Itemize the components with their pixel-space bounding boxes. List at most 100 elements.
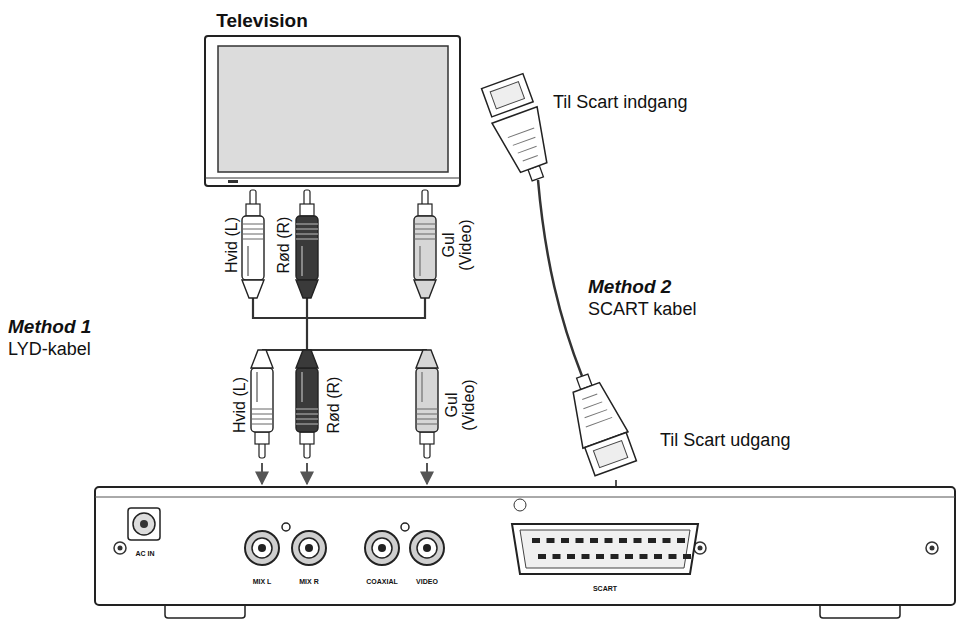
- plug-sleeve: [246, 204, 260, 216]
- scart-pin: [547, 538, 555, 543]
- rca-jack-ring: [252, 538, 272, 558]
- plug-grip: [416, 409, 438, 410]
- plug-grip: [414, 234, 436, 235]
- plug-body: [416, 368, 438, 432]
- scart-ridge: [583, 402, 602, 409]
- scart-ridge: [586, 417, 612, 427]
- plug-grip: [251, 419, 273, 420]
- rca-jack-hole: [378, 544, 386, 552]
- plug-grip: [251, 424, 273, 425]
- receiver-node: AC INMIX LMIX RCOAXIALVIDEOSCART: [95, 487, 955, 605]
- plug-grip: [296, 419, 318, 420]
- wire-color-label: Gul (Video): [441, 216, 475, 274]
- method-cable: SCART kabel: [588, 299, 696, 320]
- plug-grip: [414, 229, 436, 230]
- rca-jack: [365, 531, 399, 565]
- rca-plug: [296, 190, 318, 298]
- scart-pin: [654, 554, 662, 559]
- port-label: COAXIAL: [366, 578, 398, 585]
- rca-plug: [251, 350, 273, 458]
- plug-grip: [251, 409, 273, 410]
- rca-jack: [292, 531, 326, 565]
- plug-taper: [242, 280, 264, 298]
- scart-pin: [677, 538, 685, 543]
- plug-grip: [296, 239, 318, 240]
- plug-taper: [296, 350, 318, 368]
- insert-arrow: [426, 463, 428, 484]
- scart-pin: [625, 554, 633, 559]
- plug-highlight: [301, 246, 303, 276]
- wire-color-label: Rød (R): [276, 205, 293, 285]
- wire-color-label: Hvid (L): [224, 205, 241, 285]
- case-screw-hole: [698, 546, 703, 551]
- connector-label: Til Scart udgang: [660, 430, 790, 451]
- rca-jack-hole: [423, 544, 431, 552]
- rca-jack-ring: [299, 538, 319, 558]
- scart-ridge: [582, 394, 597, 399]
- case-screw: [926, 542, 938, 554]
- scart-ridge: [513, 137, 536, 145]
- case-screw: [514, 499, 526, 511]
- plug-grip: [296, 234, 318, 235]
- scart-head: [585, 433, 637, 476]
- wire-color-label: Gul (Video): [444, 376, 478, 434]
- television-set: [205, 36, 460, 186]
- scart-socket: [512, 524, 698, 574]
- scart-ridge: [518, 146, 537, 153]
- rca-plug: [242, 190, 264, 298]
- scart-ridge: [508, 128, 534, 138]
- port-label: SCART: [593, 585, 617, 592]
- tv-screen: [218, 46, 448, 172]
- plug-highlight: [301, 372, 303, 402]
- plug-body: [242, 216, 264, 280]
- scart-pin: [582, 554, 590, 559]
- jack-indicator: [401, 523, 409, 531]
- plug-highlight: [256, 372, 258, 402]
- plug-body: [296, 216, 318, 280]
- insert-arrow: [306, 463, 308, 484]
- plug-sleeve: [418, 204, 432, 216]
- plug-body: [296, 368, 318, 432]
- plug-highlight: [247, 246, 249, 276]
- wire-color-label: Hvid (L): [232, 365, 249, 445]
- rca-jack: [245, 531, 279, 565]
- case-screw-hole: [930, 546, 935, 551]
- plug-highlight: [419, 246, 421, 276]
- plug-sleeve: [255, 432, 269, 444]
- rca-jack-hole: [258, 544, 266, 552]
- cable-wire: [253, 298, 425, 318]
- scart-head-inner: [490, 82, 524, 109]
- cable-wire: [262, 349, 427, 351]
- plug-taper: [414, 280, 436, 298]
- plug-sleeve: [300, 432, 314, 444]
- scart-pin: [576, 538, 584, 543]
- power-socket-pin: [140, 520, 148, 528]
- connector-label: Til Scart indgang: [553, 92, 687, 113]
- plug-body: [251, 368, 273, 432]
- method-title: Method 2: [588, 276, 671, 298]
- receiver-housing: [95, 487, 955, 618]
- scart-pin: [553, 554, 561, 559]
- rca-plug: [416, 350, 438, 458]
- scart-head-inner: [593, 441, 627, 468]
- rca-jack-ring: [372, 538, 392, 558]
- plug-grip: [296, 409, 318, 410]
- plug-grip: [242, 224, 264, 225]
- tv-frame: [205, 36, 460, 186]
- scart-plug: [480, 73, 561, 187]
- rca-jack: [410, 531, 444, 565]
- scart-plug: [560, 368, 639, 477]
- plug-grip: [414, 224, 436, 225]
- plug-grip: [251, 414, 273, 415]
- insert-arrow: [261, 463, 263, 484]
- device-heading: Television: [216, 10, 308, 32]
- wire-color-label: Rød (R): [326, 365, 343, 445]
- port-label: AC IN: [135, 550, 154, 557]
- plug-grip: [416, 414, 438, 415]
- port-label: MIX R: [299, 578, 318, 585]
- plug-grip: [296, 414, 318, 415]
- scart-pin: [611, 554, 619, 559]
- plug-grip: [242, 234, 264, 235]
